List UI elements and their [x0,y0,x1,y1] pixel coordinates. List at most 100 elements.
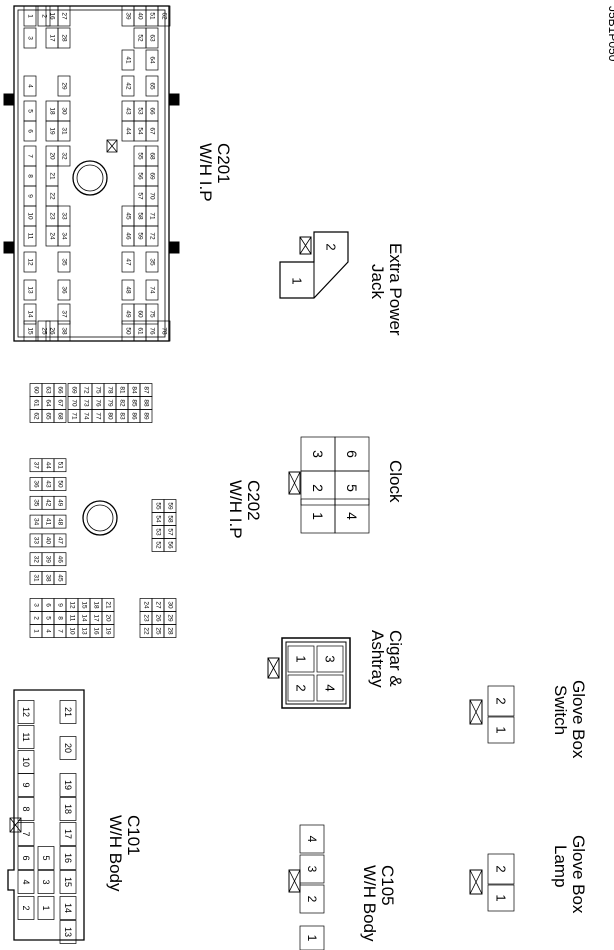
c202-pin: 11 [69,615,76,622]
glove_lamp-pin: 1 [494,894,509,901]
c201-pin: 15 [27,327,34,335]
c202-cell [53,514,67,529]
c201-pin: 45 [125,212,132,220]
c201-pin: 41 [125,56,132,64]
c202-pin: 66 [57,386,64,394]
c101-cell [17,797,35,821]
clock-pin: 2 [310,484,326,492]
clock-pin: 5 [344,484,360,492]
c202-pin: 44 [45,462,52,470]
c201-pin: 72 [149,232,156,240]
c202-pin: 72 [83,386,90,394]
c201-cell [145,225,159,247]
c201-cell [57,303,71,325]
c201-pin: 55 [137,152,144,160]
c201-pin: 12 [27,258,34,266]
c201-pin: 23 [49,212,56,220]
c201-pin: 63 [149,34,156,42]
c202-pin: 86 [131,412,138,420]
c101-pin: 11 [21,732,31,741]
c101-pin: 7 [21,831,31,836]
c202-pin: 70 [71,399,78,407]
c105-pin: 3 [305,866,319,873]
c201-cell [23,320,37,342]
c202-pin: 36 [33,480,40,488]
c201-cell [57,279,71,301]
c201-pin: 38 [61,327,68,335]
c201-pin: 21 [49,172,56,180]
c201-pin: 35 [61,258,68,266]
cigar-pin: 2 [294,684,309,691]
c101-pin: 20 [63,743,73,753]
c101-sublabel: W/H Body [106,815,125,892]
c202-pin: 30 [167,601,174,609]
c202-pin: 38 [45,574,52,582]
c201-pin: 5 [27,109,34,113]
c201-connector [3,5,180,342]
c201-pin: 78 [161,327,168,335]
c201-pin: 44 [125,127,132,135]
c201-cell [121,251,135,273]
c201-pin: 7 [27,154,34,158]
c201-cell [145,251,159,273]
c202-pin: 8 [57,616,64,620]
c105-cell [299,925,325,950]
c202-pin: 35 [33,499,40,507]
c202-pin: 7 [57,629,64,633]
c201-pin: 32 [61,152,68,160]
c101-cell [17,773,35,797]
c101-cell [17,896,35,920]
c201-cell [23,279,37,301]
c202-pin: 6 [45,603,52,607]
c201-pin: 76 [149,327,156,335]
c101-pin: 8 [21,806,31,811]
c101-cell [59,870,77,894]
c201-pin: 57 [137,192,144,200]
c202-pin: 39 [45,556,52,564]
c201-pin: 42 [125,82,132,90]
cigar-pin: 4 [323,684,338,691]
c202-pin: 42 [45,499,52,507]
c201-pin: 47 [125,258,132,266]
clock-label: Clock [386,460,405,503]
c202-pin: 9 [57,603,64,607]
c201-cell [23,225,37,247]
c202-pin: 34 [33,518,40,526]
c202-pin: 82 [119,399,126,407]
clock-cell [334,498,370,534]
c202-cell [53,552,67,567]
c202-pin: 89 [143,412,150,420]
glove-lamp-connector [469,869,483,895]
glove_switch-pin: 1 [494,726,509,733]
c101-cell [59,700,77,724]
c201-cell [121,49,135,71]
c201-pin: 49 [125,310,132,318]
c202-pin: 33 [33,537,40,545]
c202-pin: 10 [69,627,76,635]
clock-pin: 4 [344,512,360,520]
c201-pin: 35 [149,258,156,266]
c202-pin: 25 [155,627,162,635]
c101-cell [59,773,77,797]
c202-pin: 19 [105,627,112,635]
glove-switch-pins: 12 [487,685,515,744]
c202-pin: 18 [93,601,100,609]
c202-pin: 1 [33,629,40,633]
cigar-cell [287,674,315,702]
c101-cell [17,846,35,870]
c202-cell [53,495,67,510]
c201-pin: 14 [27,310,34,318]
c202-pin: 67 [57,399,64,407]
c202-pin: 15 [81,601,88,609]
c202-connector [82,500,118,536]
c201-pin: 40 [137,12,144,20]
c101-pin: 12 [21,707,31,717]
c201-pin: 9 [27,194,34,198]
c201-pin: 11 [27,233,34,240]
c202-cell [163,598,177,612]
c201-cell [121,75,135,97]
c202-pin: 13 [81,627,88,635]
